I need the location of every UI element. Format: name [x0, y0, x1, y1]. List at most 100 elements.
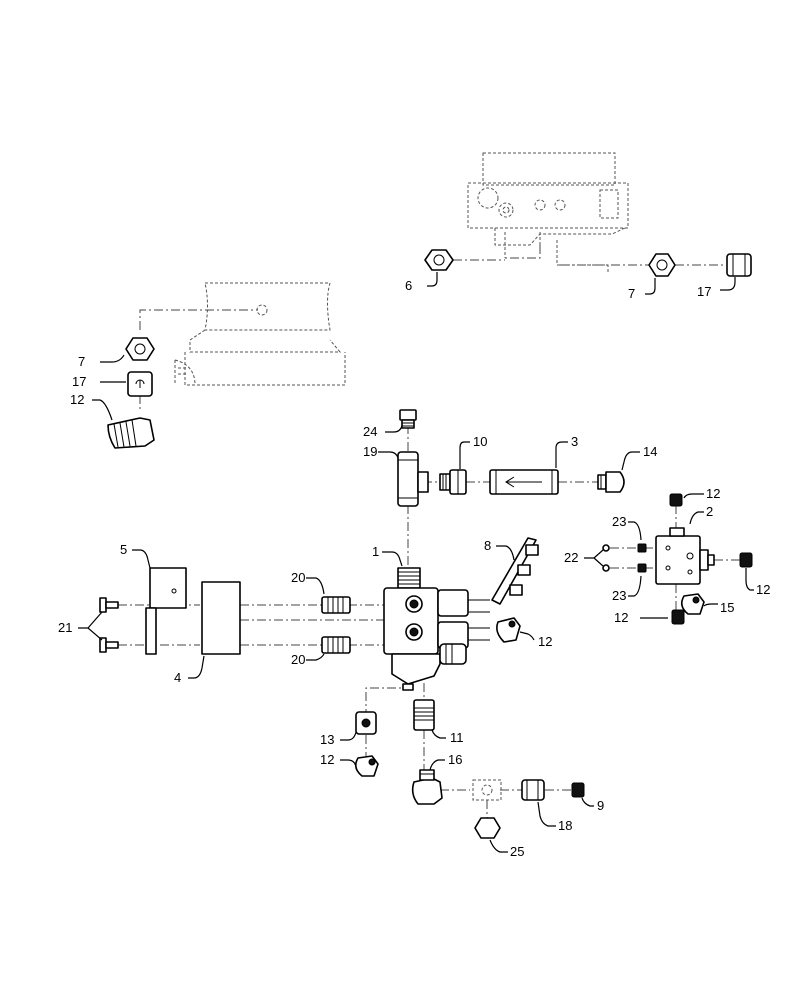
- valve-block-2: [655, 527, 715, 585]
- plug-12-right: [739, 552, 753, 568]
- callout-20-upper: 20: [291, 570, 305, 585]
- callout-12-right: 12: [756, 582, 770, 597]
- leader-1: [382, 551, 403, 567]
- callout-10: 10: [473, 434, 487, 449]
- fitting-20-upper: [321, 596, 351, 614]
- callout-12-left: 12: [70, 392, 84, 407]
- callout-7-top: 7: [628, 286, 635, 301]
- leader-5: [132, 549, 151, 569]
- hex-nut-7-top: [648, 253, 676, 277]
- callout-20-lower: 20: [291, 652, 305, 667]
- bracket-5: [145, 567, 187, 655]
- callout-5: 5: [120, 542, 127, 557]
- callout-24: 24: [363, 424, 377, 439]
- callout-15: 15: [720, 600, 734, 615]
- leader-3: [555, 441, 568, 468]
- leader-17-top: [720, 277, 736, 291]
- fitting-17-top: [726, 253, 752, 277]
- plugs-22: [602, 544, 610, 572]
- fitting-18: [521, 779, 545, 801]
- plug-23-top: [637, 543, 647, 553]
- plug-12-bottom-right: [671, 609, 685, 625]
- leader-11: [431, 729, 446, 739]
- callout-12-valve: 12: [538, 634, 552, 649]
- callout-23-top: 23: [612, 514, 626, 529]
- elbow-15: [680, 593, 705, 615]
- cap-25: [474, 817, 501, 839]
- leader-12-top-right: [683, 493, 704, 499]
- ghost-fitting: [472, 779, 502, 801]
- leader-8: [496, 545, 515, 561]
- fitting-14: [597, 471, 625, 493]
- callout-4: 4: [174, 670, 181, 685]
- callout-19: 19: [363, 444, 377, 459]
- leader-22: [584, 549, 604, 567]
- fitting-17-left: [127, 371, 153, 397]
- callout-23-bottom: 23: [612, 588, 626, 603]
- callout-3: 3: [571, 434, 578, 449]
- leader-20-upper: [306, 577, 325, 595]
- leader-19: [378, 451, 399, 459]
- callout-12-lower: 12: [320, 752, 334, 767]
- fitting-13: [355, 711, 377, 735]
- centerline-6: [453, 245, 541, 261]
- callout-18: 18: [558, 818, 572, 833]
- leader-2: [689, 511, 704, 525]
- leader-23-top: [628, 521, 642, 541]
- callout-12-bottom-right: 12: [614, 610, 628, 625]
- callout-8: 8: [484, 538, 491, 553]
- hex-nut-7-left: [125, 337, 155, 361]
- plug-24: [399, 409, 417, 429]
- fitting-20-lower: [321, 636, 351, 654]
- bolts-21: [99, 597, 119, 653]
- elbow-12-valve: [496, 617, 521, 643]
- leader-15: [703, 603, 718, 607]
- plug-9: [571, 782, 585, 798]
- leader-12-right: [745, 568, 754, 591]
- centerline-22-23: [610, 547, 656, 569]
- leader-7-top: [645, 278, 656, 295]
- leader-20-lower: [306, 653, 325, 661]
- callout-16: 16: [448, 752, 462, 767]
- block-4: [201, 581, 241, 655]
- leader-12-valve: [519, 631, 535, 641]
- leader-12-lower: [340, 759, 357, 767]
- leader-24: [385, 425, 403, 433]
- ghost-pump-assembly: [467, 152, 629, 272]
- callout-6: 6: [405, 278, 412, 293]
- callout-12-top-right: 12: [706, 486, 720, 501]
- tee-19: [397, 451, 429, 507]
- callout-1: 1: [372, 544, 379, 559]
- filter-3: [489, 469, 559, 495]
- valve-body-1: [383, 567, 490, 691]
- adapter-10: [439, 469, 467, 495]
- elbow-12-left: [107, 417, 155, 449]
- ghost-tank-assembly: [174, 282, 346, 386]
- leader-10: [459, 441, 470, 469]
- adapter-11: [413, 699, 435, 731]
- leader-18: [537, 801, 556, 827]
- elbow-12-lower: [354, 755, 379, 777]
- hex-nut-6: [424, 249, 454, 271]
- leader-4: [188, 655, 205, 679]
- callout-22: 22: [564, 550, 578, 565]
- callout-21: 21: [58, 620, 72, 635]
- leader-23-bottom: [628, 575, 642, 597]
- leader-13: [340, 731, 357, 741]
- callout-17-top: 17: [697, 284, 711, 299]
- leader-12-left: [92, 399, 113, 421]
- leader-25: [489, 839, 508, 853]
- callout-11: 11: [450, 730, 464, 745]
- callout-9: 9: [597, 798, 604, 813]
- leader-9: [581, 797, 594, 807]
- centerline-left-tank: [139, 309, 258, 330]
- callout-13: 13: [320, 732, 334, 747]
- callout-17-left: 17: [72, 374, 86, 389]
- leader-14: [621, 451, 640, 471]
- leader-16: [429, 759, 445, 771]
- plug-12-top-right: [669, 493, 683, 507]
- callout-2: 2: [706, 504, 713, 519]
- plug-23-bottom: [637, 563, 647, 573]
- manifold-8: [491, 537, 539, 605]
